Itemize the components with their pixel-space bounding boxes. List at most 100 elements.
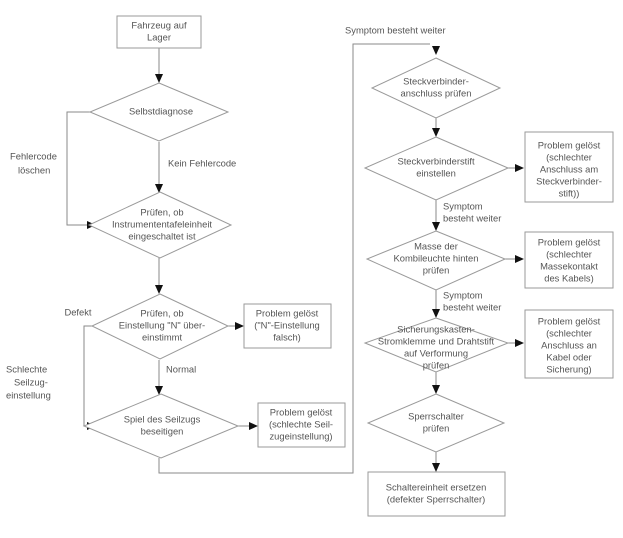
node-instrument-shape[interactable] <box>87 191 233 259</box>
edge-label-defekt: Defekt <box>64 306 91 317</box>
node-instrument-line2: Instrumententafeleinheit <box>112 218 212 229</box>
node-instrument-line3: eingeschaltet ist <box>128 230 196 241</box>
edge-label-schlechte-seilzug-2: Seilzug- <box>14 376 48 387</box>
node-sicherung-geloest-line3: Anschluss an <box>541 339 597 350</box>
edge-seilzug-to-right-column <box>158 43 430 474</box>
node-sicherungskasten-line2: Stromklemme und Drahtstift <box>378 335 495 346</box>
node-stift-geloest-line3: Anschluss am <box>540 163 599 174</box>
node-stift-geloest-line5: stift)) <box>559 187 580 198</box>
edge-label-fehlercode-loeschen-2: löschen <box>18 164 50 175</box>
node-seilzug-geloest-line3: zugeinstellung) <box>269 430 332 441</box>
edge-label-fehlercode-loeschen-1: Fehlercode <box>10 150 57 161</box>
node-stift-geloest-shape[interactable] <box>524 131 614 203</box>
arrow-head-icon <box>432 385 440 394</box>
connectors-right <box>432 118 524 472</box>
node-seilzug-spiel-line2: beseitigen <box>141 425 184 436</box>
node-steckverbinder-anschluss-line2: anschluss prüfen <box>401 87 472 98</box>
arrow-head-icon <box>515 255 524 263</box>
node-einstellung-n-shape[interactable] <box>90 293 230 360</box>
node-stift-geloest[interactable]: Problem gelöst (schlechter Anschluss am … <box>524 131 614 203</box>
node-sperrschalter[interactable]: Sperrschalter prüfen <box>366 393 506 453</box>
edge-label-symptom-a-1: Symptom <box>443 200 483 211</box>
node-schaltereinheit-line2: (defekter Sperrschalter) <box>387 493 485 504</box>
node-schaltereinheit-shape[interactable] <box>367 471 506 517</box>
arrow-head-icon <box>432 128 440 137</box>
node-masse-geloest[interactable]: Problem gelöst (schlechter Massekontakt … <box>524 231 614 289</box>
node-masse-geloest-line2: (schlechter <box>546 248 592 259</box>
node-schaltereinheit[interactable]: Schaltereinheit ersetzen (defekter Sperr… <box>367 471 506 517</box>
node-selbstdiagnose-shape[interactable] <box>88 82 230 142</box>
node-masse-geloest-line1: Problem gelöst <box>538 236 601 247</box>
node-einstellung-n-line3: einstimmt <box>142 331 183 342</box>
edge-label-symptom-b-2: besteht weiter <box>443 301 501 312</box>
edge-fehlercode-loeschen <box>66 111 90 226</box>
node-start-line2: Lager <box>147 31 171 42</box>
node-sicherungskasten-shape[interactable] <box>363 317 510 373</box>
node-masse-kombileuchte-line3: prüfen <box>423 264 450 275</box>
node-sicherungskasten[interactable]: Sicherungskasten- Stromklemme und Drahts… <box>363 317 510 373</box>
node-seilzug-spiel-shape[interactable] <box>82 393 240 459</box>
node-sicherung-geloest-line1: Problem gelöst <box>538 315 601 326</box>
node-sperrschalter-shape[interactable] <box>366 393 506 453</box>
node-selbstdiagnose[interactable]: Selbstdiagnose <box>88 82 230 142</box>
node-stift-geloest-line1: Problem gelöst <box>538 139 601 150</box>
arrow-head-icon <box>515 164 524 172</box>
node-sicherung-geloest-shape[interactable] <box>524 309 614 379</box>
node-masse-kombileuchte-shape[interactable] <box>365 230 507 291</box>
arrow-head-icon <box>155 74 163 83</box>
edge-label-symptom-a-2: besteht weiter <box>443 212 501 223</box>
node-seilzug-geloest-shape[interactable] <box>257 402 346 448</box>
node-instrument[interactable]: Prüfen, ob Instrumententafeleinheit eing… <box>87 191 233 259</box>
node-n-falsch-shape[interactable] <box>243 303 332 349</box>
node-sicherung-geloest-line2: (schlechter <box>546 327 592 338</box>
node-steckverbinder-anschluss-line1: Steckverbinder- <box>403 75 469 86</box>
node-sicherung-geloest-line5: Sicherung) <box>546 363 591 374</box>
arrow-head-icon <box>432 463 440 472</box>
arrow-head-icon <box>249 422 258 430</box>
node-sperrschalter-line1: Sperrschalter <box>408 410 464 421</box>
node-masse-kombileuchte-line2: Kombileuchte hinten <box>394 252 479 263</box>
arrow-head-icon <box>155 386 163 395</box>
node-sperrschalter-line2: prüfen <box>423 422 450 433</box>
arrow-head-icon <box>432 46 440 55</box>
arrow-head-icon <box>432 222 440 231</box>
arrow-head-icon <box>235 322 244 330</box>
node-steckverbinder-anschluss[interactable]: Steckverbinder- anschluss prüfen <box>370 57 502 119</box>
node-seilzug-geloest[interactable]: Problem gelöst (schlechte Seil- zugeinst… <box>257 402 346 448</box>
node-einstellung-n-line2: Einstellung "N" über- <box>119 319 205 330</box>
node-steckverbinderstift[interactable]: Steckverbinderstift einstellen <box>363 136 510 201</box>
node-sicherung-geloest[interactable]: Problem gelöst (schlechter Anschluss an … <box>524 309 614 379</box>
node-seilzug-spiel[interactable]: Spiel des Seilzugs beseitigen <box>82 393 240 459</box>
node-instrument-line1: Prüfen, ob <box>140 206 183 217</box>
node-steckverbinderstift-shape[interactable] <box>363 136 510 201</box>
node-einstellung-n[interactable]: Prüfen, ob Einstellung "N" über- einstim… <box>90 293 230 360</box>
node-seilzug-geloest-line2: (schlechte Seil- <box>269 418 333 429</box>
node-steckverbinderstift-line2: einstellen <box>416 167 456 178</box>
edge-label-schlechte-seilzug-1: Schlechte <box>6 363 47 374</box>
node-start[interactable]: Fahrzeug auf Lager <box>116 15 202 49</box>
node-sicherung-geloest-line4: Kabel oder <box>546 351 591 362</box>
node-seilzug-spiel-line1: Spiel des Seilzugs <box>124 413 201 424</box>
node-einstellung-n-line1: Prüfen, ob <box>140 307 183 318</box>
node-start-shape[interactable] <box>116 15 202 49</box>
node-n-falsch-line1: Problem gelöst <box>256 307 319 318</box>
node-masse-geloest-shape[interactable] <box>524 231 614 289</box>
node-masse-kombileuchte-line1: Masse der <box>414 240 458 251</box>
node-sicherungskasten-line3: auf Verformung <box>404 347 468 358</box>
node-n-falsch[interactable]: Problem gelöst ("N"-Einstellung falsch) <box>243 303 332 349</box>
arrow-head-icon <box>432 309 440 318</box>
edge-label-schlechte-seilzug-3: einstellung <box>6 389 51 400</box>
node-masse-geloest-line4: des Kabels) <box>544 272 594 283</box>
node-masse-geloest-line3: Massekontakt <box>540 260 598 271</box>
node-stift-geloest-line2: (schlechter <box>546 151 592 162</box>
edge-label-kein-fehlercode: Kein Fehlercode <box>168 157 236 168</box>
node-steckverbinder-anschluss-shape[interactable] <box>370 57 502 119</box>
node-n-falsch-line2: ("N"-Einstellung <box>254 319 320 330</box>
node-schaltereinheit-line1: Schaltereinheit ersetzen <box>386 481 487 492</box>
node-masse-kombileuchte[interactable]: Masse der Kombileuchte hinten prüfen <box>365 230 507 291</box>
node-sicherungskasten-line4: prüfen <box>423 359 450 370</box>
edge-defekt-to-seilzug <box>83 325 93 427</box>
arrow-head-icon <box>155 184 163 193</box>
